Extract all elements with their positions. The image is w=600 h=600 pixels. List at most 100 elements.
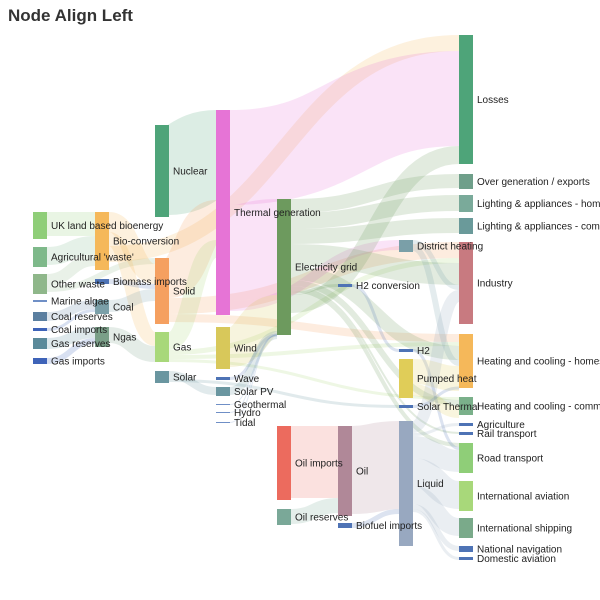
node-label-ngas: Ngas: [113, 333, 136, 344]
node-bio_conversion: [95, 212, 109, 270]
node-biomass_imports: [95, 279, 109, 284]
node-gas_reserves: [33, 338, 47, 349]
node-label-coal_reserves: Coal reserves: [51, 312, 113, 323]
node-liquid: [399, 421, 413, 546]
node-nuclear: [155, 125, 169, 217]
node-agri_waste: [33, 247, 47, 267]
node-label-national_nav: National navigation: [477, 545, 562, 556]
node-heat_homes: [459, 334, 473, 388]
node-label-elec_grid: Electricity grid: [295, 263, 357, 274]
node-gas: [155, 332, 169, 362]
chart-title: Node Align Left: [8, 6, 133, 25]
node-other_waste: [33, 274, 47, 294]
node-label-overgen: Over generation / exports: [477, 177, 590, 188]
node-h2_conv: [338, 284, 352, 287]
link-elec_grid-to-losses: [290, 146, 460, 313]
node-label-agriculture: Agriculture: [477, 420, 525, 431]
node-label-biofuel: Biofuel imports: [356, 521, 422, 532]
node-coal: [95, 300, 109, 314]
node-solar_thermal: [399, 405, 413, 408]
link-thermal-to-elec_grid: [228, 199, 279, 301]
link-elec_grid-to-road: [290, 288, 460, 447]
node-label-gas_imports: Gas imports: [51, 357, 105, 368]
link-liquid-to-agriculture: [412, 423, 460, 436]
node-label-intl_aviation: International aviation: [477, 492, 569, 503]
node-road: [459, 443, 473, 473]
node-domestic_av: [459, 557, 473, 560]
node-heat_comm: [459, 397, 473, 415]
link-thermal-to-losses: [228, 51, 461, 205]
node-label-other_waste: Other waste: [51, 280, 105, 291]
node-coal_imports: [33, 328, 47, 331]
link-solid-to-thermal: [162, 200, 223, 298]
node-national_nav: [459, 546, 473, 552]
node-label-coal_imports: Coal imports: [51, 325, 107, 336]
node-light_comm: [459, 218, 473, 234]
node-agriculture: [459, 423, 473, 426]
node-h2: [399, 349, 413, 352]
link-other_waste-to-bio_conversion: [46, 254, 96, 286]
link-liquid-to-road: [412, 436, 460, 472]
node-tidal: [216, 422, 230, 423]
node-label-gas_reserves: Gas reserves: [51, 339, 110, 350]
link-geothermal-to-elec_grid: [229, 334, 278, 405]
node-oil_imports: [277, 426, 291, 500]
node-intl_aviation: [459, 481, 473, 511]
node-wind: [216, 327, 230, 369]
node-label-intl_shipping: International shipping: [477, 524, 572, 535]
node-label-agri_waste: Agricultural 'waste': [51, 253, 134, 264]
node-industry: [459, 242, 473, 324]
node-label-uk_land: UK land based bioenergy: [51, 221, 163, 232]
node-label-thermal: Thermal generation: [234, 208, 321, 219]
link-hydro-to-elec_grid: [229, 334, 278, 413]
link-coal-to-solid: [108, 289, 156, 312]
link-gas_imports-to-ngas: [46, 338, 96, 364]
node-gas_imports: [33, 358, 47, 364]
link-ngas-to-gas: [108, 327, 156, 362]
node-label-losses: Losses: [477, 95, 509, 106]
node-label-industry: Industry: [477, 279, 513, 290]
link-thermal-to-district: [229, 240, 400, 311]
link-h2-to-road: [412, 349, 460, 450]
node-biofuel: [338, 523, 352, 528]
link-biomass_imports-to-solid: [108, 279, 156, 289]
node-label-wind: Wind: [234, 344, 257, 355]
link-wind-to-elec_grid: [226, 295, 281, 367]
link-solar-to-solar_thermal: [168, 379, 400, 408]
link-liquid-to-national_nav: [412, 504, 460, 551]
link-gas_reserves-to-ngas: [46, 327, 96, 349]
link-oil-to-liquid: [350, 421, 401, 514]
sankey-nodes: [33, 35, 473, 560]
link-solid-to-heat_homes: [168, 314, 460, 342]
node-overgen: [459, 174, 473, 189]
link-elec_grid-to-heat_comm: [290, 280, 460, 406]
node-label-biomass_imports: Biomass imports: [113, 277, 187, 288]
link-elec_grid-to-rail: [290, 286, 460, 434]
node-coal_reserves: [33, 312, 47, 321]
link-oil_reserves-to-oil: [290, 498, 339, 524]
link-elec_grid-to-industry: [290, 244, 460, 285]
node-label-marine_algae: Marine algae: [51, 297, 109, 308]
node-geothermal: [216, 404, 230, 405]
node-oil_reserves: [277, 509, 291, 525]
link-solar_thermal-to-heat_homes: [412, 386, 460, 408]
link-nuclear-to-thermal: [163, 110, 222, 215]
link-bio_conversion-to-solid: [106, 212, 158, 284]
link-pumped-to-heat_homes: [412, 359, 460, 391]
link-liquid-to-domestic_av: [412, 509, 460, 560]
node-label-wave: Wave: [234, 374, 260, 385]
node-label-nuclear: Nuclear: [173, 167, 208, 178]
node-label-solid: Solid: [173, 287, 195, 298]
node-thermal: [216, 110, 230, 315]
node-label-rail: Rail transport: [477, 429, 537, 440]
node-solar: [155, 371, 169, 383]
link-agri_waste-to-bio_conversion: [46, 236, 96, 265]
node-label-solar_thermal: Solar Thermal: [417, 402, 480, 413]
node-label-h2_conv: H2 conversion: [356, 281, 420, 292]
link-liquid-to-intl_shipping: [411, 486, 461, 536]
node-label-oil_imports: Oil imports: [295, 459, 343, 470]
link-bio_conversion-to-losses: [108, 35, 460, 262]
node-ngas: [95, 327, 109, 347]
node-label-heat_comm: Heating and cooling - commercial: [477, 402, 600, 413]
